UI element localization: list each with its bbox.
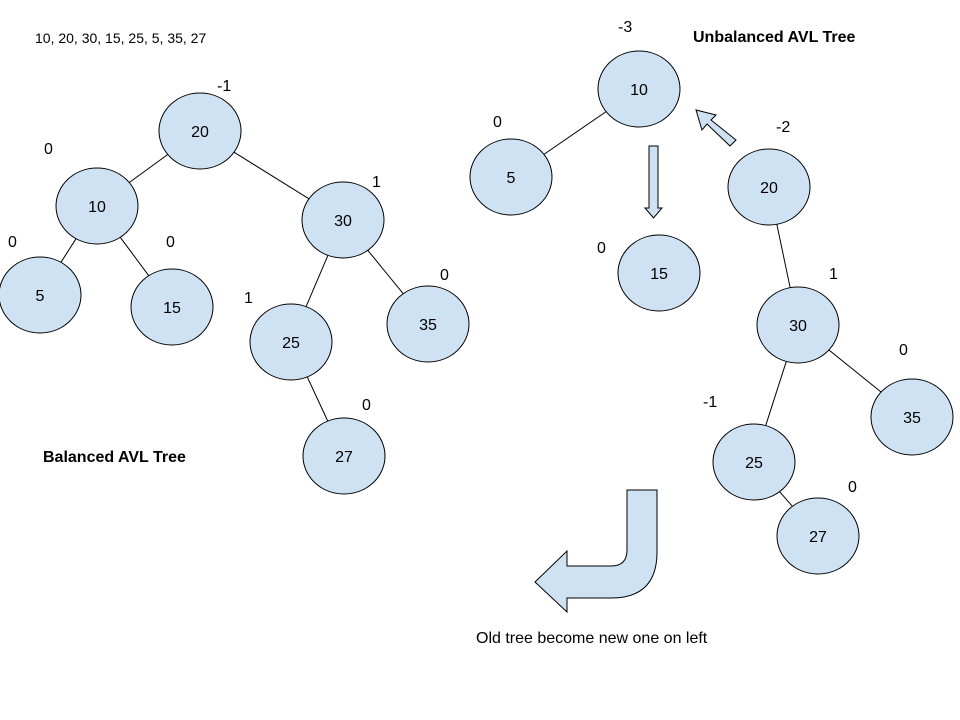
balanced-balance-factor: 1 bbox=[244, 290, 253, 307]
unbalanced-node-value: 27 bbox=[809, 529, 827, 546]
balanced-node-value: 27 bbox=[335, 449, 353, 466]
balanced-node-circle bbox=[302, 417, 386, 495]
balanced-balance-factor: 0 bbox=[166, 234, 175, 251]
unbalanced-node-value: 5 bbox=[507, 170, 516, 187]
unbalanced-edge bbox=[776, 224, 791, 288]
unbalanced-node: 27 0 bbox=[776, 479, 860, 575]
balanced-node-value: 35 bbox=[419, 317, 437, 334]
unbalanced-node-circle bbox=[870, 378, 954, 456]
unbalanced-node: 50 bbox=[469, 114, 553, 216]
balanced-edge bbox=[367, 249, 404, 295]
balanced-node: 20 -1 bbox=[158, 78, 242, 170]
unbalanced-node-value: 10 bbox=[630, 82, 648, 99]
balanced-edge bbox=[119, 237, 150, 276]
balanced-node-circle bbox=[55, 167, 139, 245]
unbalanced-node-circle bbox=[597, 50, 681, 128]
unbalanced-node: 20 -2 bbox=[727, 119, 811, 226]
unbalanced-node-value: 20 bbox=[760, 180, 778, 197]
unbalanced-node: 35 0 bbox=[870, 342, 954, 456]
balanced-node-circle bbox=[158, 92, 242, 170]
unbalanced-edge bbox=[543, 111, 607, 155]
balanced-node-circle bbox=[301, 181, 385, 259]
unbalanced-node-circle bbox=[727, 148, 811, 226]
curved-return-arrow-icon bbox=[534, 489, 658, 614]
unbalanced-node-value: 35 bbox=[903, 410, 921, 427]
unbalanced-balance-factor: -2 bbox=[776, 119, 790, 136]
balanced-node-value: 10 bbox=[88, 199, 106, 216]
balanced-edge bbox=[306, 376, 329, 422]
balanced-node: 25 1 bbox=[244, 290, 333, 381]
balanced-balance-factor: -1 bbox=[217, 78, 231, 95]
unbalanced-balance-factor: 0 bbox=[899, 342, 908, 359]
balanced-node: 10 0 bbox=[44, 141, 139, 245]
balanced-balance-factor: 0 bbox=[44, 141, 53, 158]
balanced-node-circle bbox=[0, 256, 82, 334]
unbalanced-node-value: 15 bbox=[650, 266, 668, 283]
balanced-node-value: 20 bbox=[191, 124, 209, 141]
balanced-node: 30 1 bbox=[301, 174, 385, 259]
unbalanced-edge bbox=[828, 349, 882, 393]
balanced-balance-factor: 1 bbox=[372, 174, 381, 191]
balanced-node-value: 25 bbox=[282, 335, 300, 352]
unbalanced-balance-factor: 0 bbox=[848, 479, 857, 496]
unbalanced-balance-factor: -1 bbox=[703, 394, 717, 411]
unbalanced-balance-factor: 0 bbox=[597, 240, 606, 257]
unbalanced-node: 15 0 bbox=[597, 234, 701, 312]
balanced-node: 15 0 bbox=[130, 234, 214, 346]
unbalanced-node: 25 -1 bbox=[703, 394, 796, 501]
unbalanced-node-circle bbox=[756, 286, 840, 364]
balanced-edge bbox=[233, 151, 310, 200]
balanced-node-value: 15 bbox=[163, 300, 181, 317]
unbalanced-node-circle bbox=[469, 138, 553, 216]
down-arrow-icon bbox=[643, 145, 664, 219]
balanced-balance-factor: 0 bbox=[440, 267, 449, 284]
unbalanced-node-circle bbox=[776, 497, 860, 575]
unbalanced-node-value: 25 bbox=[745, 455, 763, 472]
unbalanced-node: 30 1 bbox=[756, 266, 840, 364]
balanced-node: 50 bbox=[0, 234, 82, 334]
balanced-edge bbox=[60, 238, 77, 263]
unbalanced-balance-factor: -3 bbox=[618, 19, 632, 36]
unbalanced-edge bbox=[779, 491, 793, 507]
unbalanced-edge bbox=[765, 361, 787, 426]
insertion-sequence: 10, 20, 30, 15, 25, 5, 35, 27 bbox=[35, 30, 206, 46]
balanced-tree-title: Balanced AVL Tree bbox=[43, 449, 186, 466]
unbalanced-balance-factor: 0 bbox=[493, 114, 502, 131]
balanced-balance-factor: 0 bbox=[8, 234, 17, 251]
unbalanced-node-value: 30 bbox=[789, 318, 807, 335]
balanced-node-circle bbox=[130, 268, 214, 346]
up-left-arrow-icon bbox=[695, 109, 737, 147]
unbalanced-node-circle bbox=[712, 423, 796, 501]
balanced-node-value: 30 bbox=[334, 213, 352, 230]
unbalanced-balance-factor: 1 bbox=[829, 266, 838, 283]
unbalanced-node: 10 -3 bbox=[597, 19, 681, 128]
unbalanced-tree-title: Unbalanced AVL Tree bbox=[693, 29, 856, 46]
unbalanced-tree-edges bbox=[543, 111, 882, 507]
balanced-node: 35 0 bbox=[386, 267, 470, 363]
balanced-node-circle bbox=[386, 285, 470, 363]
balanced-tree-edges bbox=[60, 151, 404, 422]
unbalanced-node-circle bbox=[617, 234, 701, 312]
balanced-node-value: 5 bbox=[36, 288, 45, 305]
transition-caption: Old tree become new one on left bbox=[476, 630, 708, 647]
balanced-node-circle bbox=[249, 303, 333, 381]
balanced-node: 27 0 bbox=[302, 397, 386, 495]
balanced-balance-factor: 0 bbox=[362, 397, 371, 414]
balanced-edge bbox=[128, 154, 169, 183]
balanced-edge bbox=[305, 255, 329, 307]
